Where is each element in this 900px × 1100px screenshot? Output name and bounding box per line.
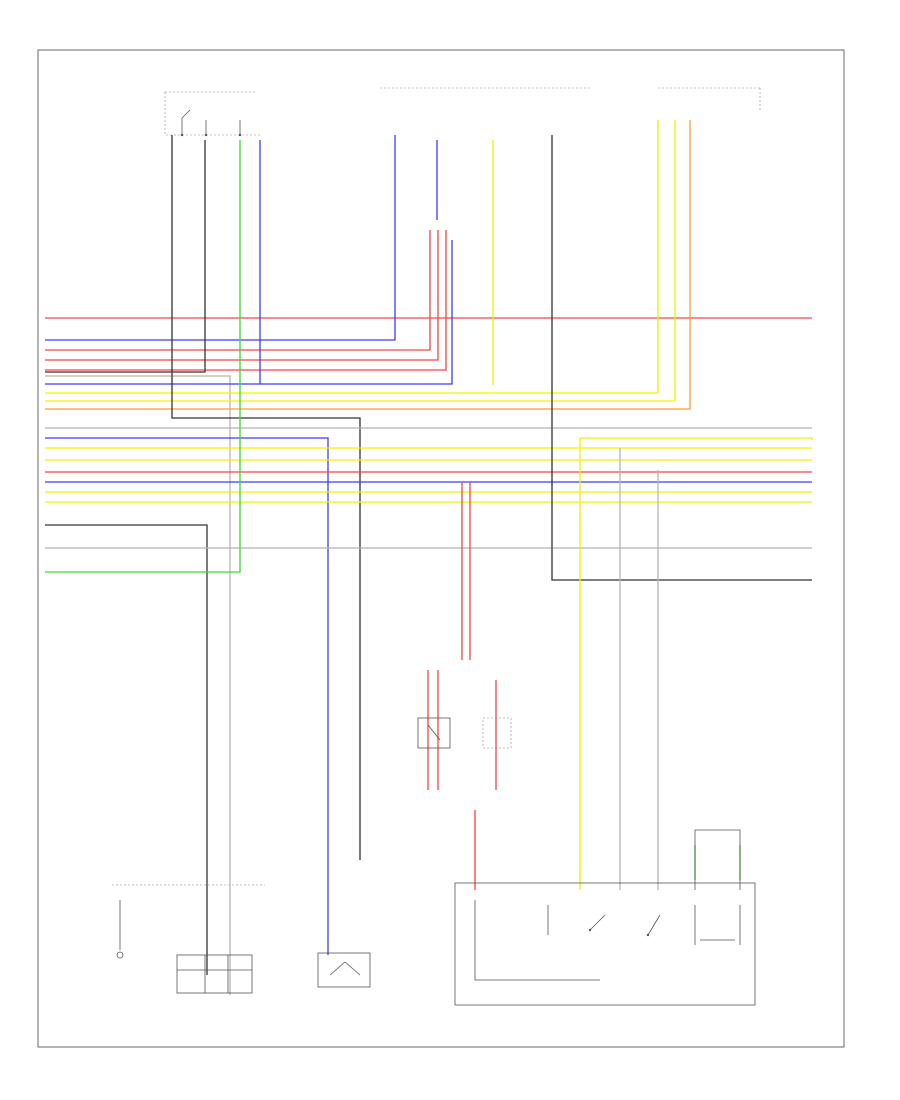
- wire-black-21: [45, 524, 208, 975]
- bottom-left-sensor: [112, 884, 265, 959]
- wire-red-3: [45, 230, 439, 361]
- wire-blue-1: [45, 135, 396, 341]
- wire-yellow-27: [580, 437, 813, 440]
- wire-yellow-9: [45, 120, 659, 394]
- wire-yellow-10: [45, 120, 676, 402]
- wire-black-5: [45, 140, 206, 373]
- right-sensor-loop: [694, 829, 741, 890]
- top-left-switch-component: [164, 91, 260, 137]
- wire-gray-6: [45, 375, 231, 995]
- wire-red-4: [45, 230, 447, 371]
- wire-blue-7: [45, 140, 261, 385]
- wire-orange-11: [45, 120, 691, 410]
- top-center-connectors: [380, 87, 761, 112]
- wire-black-12: [171, 135, 361, 860]
- diagram-frame: [37, 49, 845, 1048]
- bottom-multi-switch: [176, 954, 253, 994]
- wire-red-2: [45, 230, 431, 351]
- relay-block: [417, 717, 512, 749]
- bottom-right-control-unit: [454, 882, 756, 1006]
- wire-blue-14: [45, 437, 329, 955]
- wire-layer: [45, 120, 813, 995]
- wire-green-23: [45, 140, 241, 573]
- wire-blue-8: [260, 240, 453, 385]
- bottom-center-module: [317, 952, 371, 988]
- wire-black-24: [551, 135, 812, 581]
